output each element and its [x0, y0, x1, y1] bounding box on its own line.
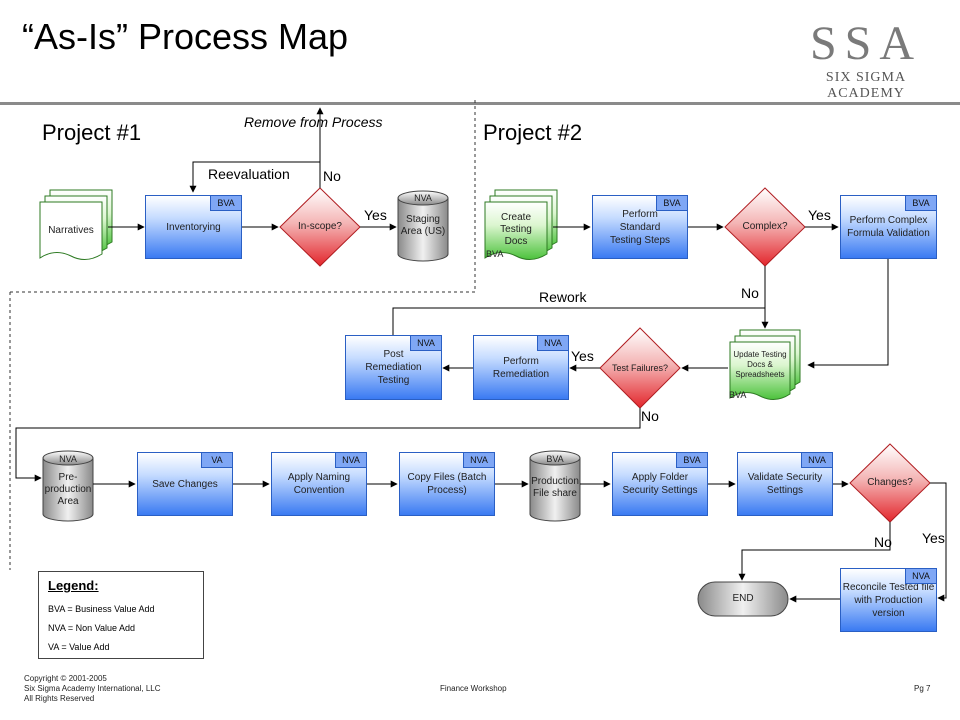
perform-remediation-value-tag: NVA: [537, 336, 568, 351]
page-title: “As-Is” Process Map: [22, 16, 349, 57]
narratives-doc: Narratives: [48, 225, 94, 236]
validate-security-box: NVA Validate Security Settings: [737, 452, 833, 516]
folder-security-label: Apply Folder Security Settings: [622, 472, 698, 496]
copyright-line: Six Sigma Academy International, LLC: [24, 684, 161, 693]
update-testing-docs-tag: BVA: [729, 390, 747, 400]
folder-security-box: BVA Apply Folder Security Settings: [612, 452, 708, 516]
create-testing-docs-tag: BVA: [486, 249, 504, 259]
project-separator: [9, 100, 476, 570]
in-scope-decision-shape: [279, 187, 361, 267]
project-2-heading: Project #2: [483, 120, 583, 145]
test-failures-decision: Test Failures?: [611, 363, 669, 373]
legend-item: BVA = Business Value Add: [48, 604, 155, 614]
folder-security-value-tag: BVA: [676, 453, 707, 468]
preproduction-area-cylinder-shape: [42, 450, 94, 522]
post-remediation-label: Post Remediation Testing: [365, 349, 422, 386]
standard-testing-value-tag: BVA: [656, 196, 687, 211]
ssa-logo-mark: SSA: [809, 17, 923, 70]
staging-area-tag: NVA: [414, 193, 432, 203]
inventorying-label: Inventorying: [166, 221, 221, 233]
header-divider: [0, 102, 960, 105]
reevaluation-label: Reevaluation: [208, 166, 290, 182]
test-failures-yes-label: Yes: [571, 348, 594, 364]
changes-no-label: No: [874, 534, 892, 550]
copyright: Copyright © 2001-2005 Six Sigma Academy …: [24, 674, 161, 704]
preproduction-area-tag: NVA: [59, 454, 77, 464]
footer-workshop: Finance Workshop: [440, 684, 507, 693]
staging-area-cylinder-shape: [397, 190, 449, 262]
legend: Legend: BVA = Business Value Add NVA = N…: [38, 571, 204, 659]
end-terminator-shape: [697, 581, 789, 617]
in-scope-no-label: No: [323, 168, 341, 184]
rework-label: Rework: [539, 289, 587, 305]
remove-from-process-label: Remove from Process: [244, 114, 383, 130]
post-remediation-box: NVA Post Remediation Testing: [345, 335, 442, 400]
update-testing-docs-doc-shape: [729, 329, 801, 400]
legend-title: Legend:: [48, 578, 99, 593]
test-failures-no-label: No: [641, 408, 659, 424]
legend-item: VA = Value Add: [48, 642, 110, 652]
naming-convention-label: Apply Naming Convention: [287, 472, 351, 496]
copy-files-box: NVA Copy Files (Batch Process): [399, 452, 495, 516]
complex-formula-label: Perform Complex Formula Validation: [847, 215, 930, 239]
complex-formula-box: BVA Perform Complex Formula Validation: [840, 195, 937, 259]
production-fileshare-tag: BVA: [546, 454, 564, 464]
staging-area-cylinder: Staging Area (US): [400, 214, 446, 237]
complex-yes-label: Yes: [808, 207, 831, 223]
naming-convention-value-tag: NVA: [335, 453, 366, 468]
validate-security-value-tag: NVA: [801, 453, 832, 468]
copyright-line: Copyright © 2001-2005: [24, 674, 107, 683]
perform-remediation-label: Perform Remediation: [492, 355, 550, 380]
ssa-logo-name: SIX SIGMA ACADEMY: [825, 70, 907, 101]
update-testing-docs-doc: Update Testing Docs & Spreadsheets: [733, 350, 787, 379]
changes-yes-label: Yes: [922, 530, 945, 546]
project-1-heading: Project #1: [42, 120, 142, 145]
post-remediation-value-tag: NVA: [410, 336, 441, 351]
create-testing-docs-doc-shape: [484, 189, 558, 260]
copyright-line: All Rights Reserved: [24, 694, 95, 703]
reconcile-value-tag: NVA: [905, 569, 936, 584]
changes-decision: Changes?: [867, 477, 913, 488]
copy-files-label: Copy Files (Batch Process): [407, 472, 487, 496]
inventorying-box: BVA Inventorying: [145, 195, 242, 259]
preproduction-area-cylinder: Pre-production Area: [44, 472, 92, 507]
narratives-doc-shape: [39, 189, 113, 260]
production-fileshare-cylinder: Production File share: [531, 476, 579, 499]
reconcile-box: NVA Reconcile Tested file with Productio…: [840, 568, 937, 632]
complex-formula-value-tag: BVA: [905, 196, 936, 211]
validate-security-label: Validate Security Settings: [747, 472, 823, 496]
create-testing-docs-doc: Create Testing Docs: [500, 212, 532, 247]
copy-files-value-tag: NVA: [463, 453, 494, 468]
save-changes-label: Save Changes: [152, 478, 218, 490]
in-scope-yes-label: Yes: [364, 207, 387, 223]
inventorying-value-tag: BVA: [210, 196, 241, 211]
production-fileshare-cylinder-shape: [529, 450, 581, 522]
complex-decision: Complex?: [742, 221, 788, 232]
standard-testing-label: Perform Standard Testing Steps: [609, 208, 671, 246]
save-changes-box: VA Save Changes: [137, 452, 233, 516]
complex-no-label: No: [741, 285, 759, 301]
in-scope-decision: In-scope?: [298, 221, 342, 232]
perform-remediation-box: NVA Perform Remediation: [473, 335, 569, 400]
standard-testing-box: BVA Perform Standard Testing Steps: [592, 195, 688, 259]
naming-convention-box: NVA Apply Naming Convention: [271, 452, 367, 516]
legend-item: NVA = Non Value Add: [48, 623, 135, 633]
save-changes-value-tag: VA: [201, 453, 232, 468]
end-terminator: END: [732, 593, 754, 604]
reconcile-label: Reconcile Tested file with Production ve…: [842, 581, 935, 619]
page-number: Pg 7: [914, 684, 931, 693]
